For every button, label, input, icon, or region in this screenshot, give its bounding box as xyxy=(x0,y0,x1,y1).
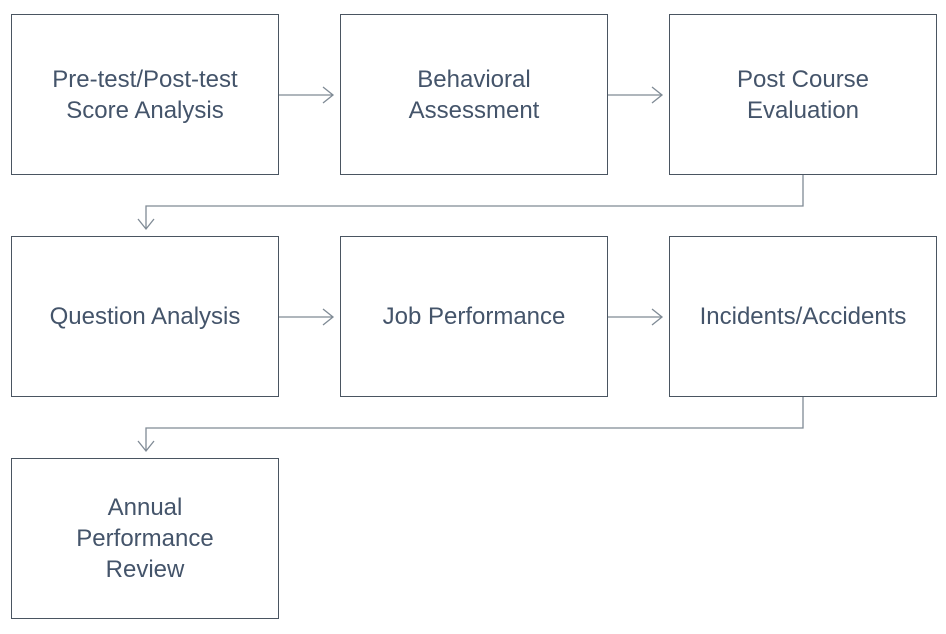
step-box-incidents-accidents: Incidents/Accidents xyxy=(669,236,937,397)
step-label: Pre-test/Post-test Score Analysis xyxy=(52,65,238,124)
step-box-annual-performance-review: Annual Performance Review xyxy=(11,458,279,619)
step-label: Incidents/Accidents xyxy=(699,303,907,330)
step-label: Annual Performance Review xyxy=(76,494,214,583)
step-box-job-performance: Job Performance xyxy=(340,236,608,397)
step-label: Behavioral Assessment xyxy=(408,65,540,124)
step-label: Job Performance xyxy=(382,303,566,330)
step-label: Post Course Evaluation xyxy=(736,65,870,124)
arrow-step6-to-step7 xyxy=(137,397,804,453)
arrow-step2-to-step3 xyxy=(608,86,664,104)
step-box-question-analysis: Question Analysis xyxy=(11,236,279,397)
step-label: Question Analysis xyxy=(49,303,241,330)
arrow-step5-to-step6 xyxy=(608,308,664,326)
arrow-step3-to-step4 xyxy=(137,175,804,231)
arrow-step1-to-step2 xyxy=(279,86,335,104)
arrow-step4-to-step5 xyxy=(279,308,335,326)
step-box-pretest-posttest: Pre-test/Post-test Score Analysis xyxy=(11,14,279,175)
step-box-behavioral-assessment: Behavioral Assessment xyxy=(340,14,608,175)
step-box-post-course-evaluation: Post Course Evaluation xyxy=(669,14,937,175)
